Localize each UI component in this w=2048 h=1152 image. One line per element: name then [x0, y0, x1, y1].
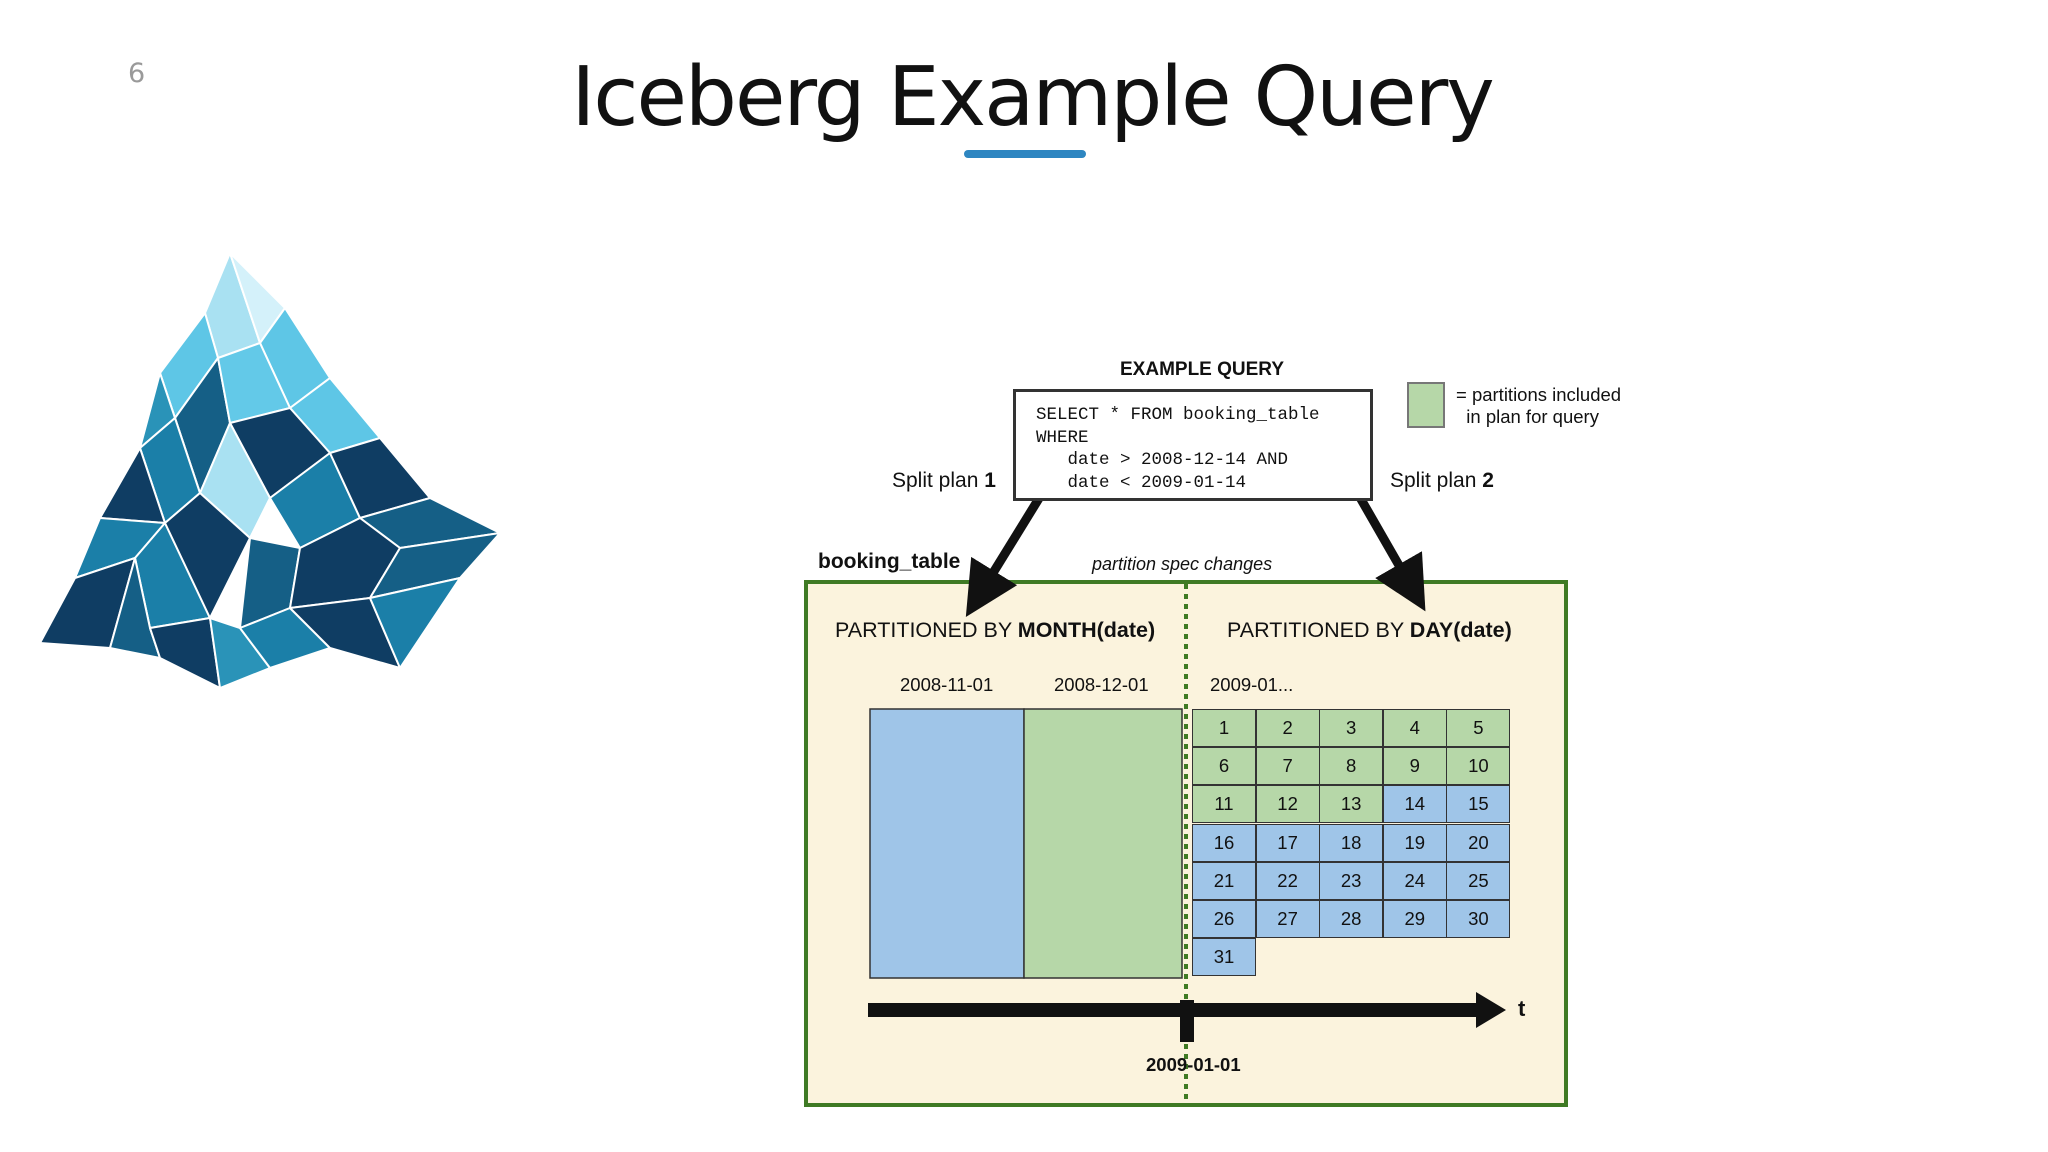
day-partition-20: 20: [1446, 823, 1511, 862]
iceberg-illustration: [40, 252, 500, 689]
day-partition-21: 21: [1192, 861, 1256, 900]
day-partition-27: 27: [1255, 900, 1320, 938]
query-header: EXAMPLE QUERY: [1120, 359, 1284, 380]
day-partition-16: 16: [1192, 823, 1256, 862]
table-name: booking_table: [818, 550, 961, 573]
day-section-prefix: PARTITIONED BY: [1227, 618, 1410, 642]
split-plan-2-text: Split plan: [1390, 469, 1483, 492]
query-line: SELECT * FROM booking_table: [1036, 405, 1320, 425]
day-partition-15: 15: [1446, 785, 1511, 824]
day-partition-10: 10: [1446, 747, 1511, 786]
day-partition-28: 28: [1319, 900, 1384, 938]
day-partition-19: 19: [1382, 823, 1447, 862]
split-plan-1-number: 1: [984, 469, 996, 492]
split-plan-1-text: Split plan: [892, 469, 985, 492]
day-partition-17: 17: [1255, 823, 1320, 862]
month-partition-2008-12: [1023, 708, 1183, 979]
month-section-bold: MONTH(date): [1017, 618, 1156, 642]
time-axis-arrowhead: [1476, 992, 1506, 1028]
day-section-heading: PARTITIONED BY DAY(date): [1227, 618, 1512, 643]
day-partition-12: 12: [1255, 785, 1320, 824]
day-partition-22: 22: [1255, 861, 1320, 900]
day-partition-24: 24: [1382, 861, 1447, 900]
axis-date-label: 2009-01-01: [1146, 1054, 1241, 1075]
day-partition-6: 6: [1192, 747, 1256, 786]
title-underline: [964, 150, 1086, 158]
axis-t-label: t: [1518, 996, 1526, 1021]
day-partition-30: 30: [1446, 900, 1511, 938]
month-section-heading: PARTITIONED BY MONTH(date): [835, 618, 1155, 643]
month-label-2008-12: 2008-12-01: [1054, 674, 1149, 695]
day-partition-23: 23: [1319, 861, 1384, 900]
day-partition-18: 18: [1319, 823, 1384, 862]
day-partition-14: 14: [1382, 785, 1447, 824]
month-label-2008-11: 2008-11-01: [900, 674, 994, 695]
day-partition-26: 26: [1192, 900, 1256, 938]
time-axis-tick: [1180, 1000, 1194, 1042]
legend-swatch: [1407, 382, 1445, 428]
day-partition-11: 11: [1192, 785, 1256, 824]
day-partition-2: 2: [1255, 709, 1320, 747]
month-partition-2008-11: [869, 708, 1025, 979]
split-plan-2-label: Split plan 2: [1390, 469, 1494, 493]
day-partition-31: 31: [1192, 938, 1256, 977]
query-line: date < 2009-01-14: [1036, 472, 1247, 493]
day-partition-25: 25: [1446, 861, 1511, 900]
slide-number: 6: [128, 58, 146, 89]
slide-title: Iceberg Example Query: [571, 50, 1495, 145]
split-plan-1-arrow: [965, 484, 1050, 617]
day-partition-13: 13: [1319, 785, 1384, 824]
day-partition-9: 9: [1382, 747, 1447, 786]
day-partition-4: 4: [1382, 709, 1447, 747]
day-partition-1: 1: [1192, 709, 1256, 747]
day-partition-7: 7: [1255, 747, 1320, 786]
split-plan-2-arrow: [1350, 484, 1426, 612]
day-header: 2009-01...: [1210, 674, 1294, 695]
day-partition-8: 8: [1319, 747, 1384, 786]
split-plan-2-number: 2: [1482, 469, 1494, 492]
day-partition-5: 5: [1446, 709, 1511, 747]
query-line: date > 2008-12-14 AND: [1036, 450, 1289, 470]
day-partition-3: 3: [1319, 709, 1384, 747]
legend-text: = partitions included in plan for query: [1456, 384, 1622, 427]
day-partition-29: 29: [1382, 900, 1447, 938]
month-section-prefix: PARTITIONED BY: [835, 618, 1018, 642]
day-section-bold: DAY(date): [1409, 618, 1512, 642]
partition-spec-changes-label: partition spec changes: [1092, 554, 1273, 574]
split-plan-1-label: Split plan 1: [892, 469, 996, 493]
query-line: WHERE: [1036, 427, 1089, 448]
